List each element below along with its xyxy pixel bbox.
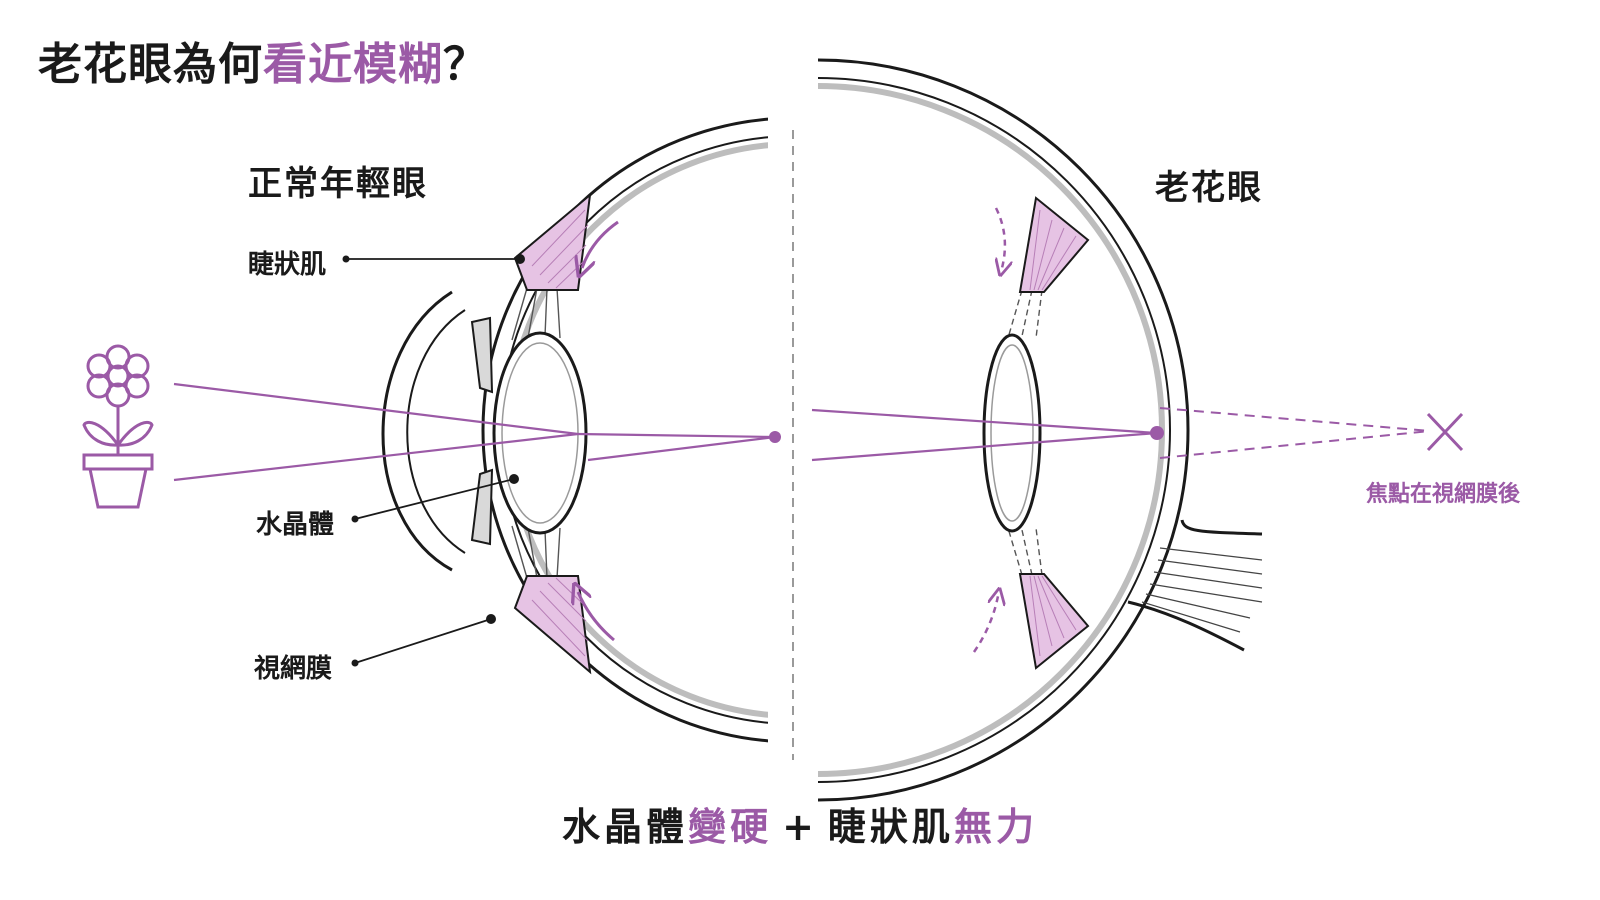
left-eye-heading: 正常年輕眼 <box>248 164 428 204</box>
caption-plus: + <box>782 805 818 849</box>
caption-hardened: 變硬 <box>688 805 773 849</box>
young-focal-point <box>769 431 781 443</box>
page-title: 老花眼為何看近模糊？ <box>38 28 488 92</box>
presbyopic-retina-hit-point <box>1150 426 1164 440</box>
title-accent: 看近模糊 <box>263 39 443 90</box>
caption-lens: 水晶體 <box>562 805 689 849</box>
title-suffix: ？ <box>443 39 488 90</box>
young-ciliary-muscle-top <box>513 192 592 291</box>
caption-weak: 無力 <box>953 805 1038 849</box>
focus-behind-retina-note: 焦點在視網膜後 <box>1366 482 1521 507</box>
label-lens: 水晶體 <box>256 510 335 540</box>
right-eye-heading: 老花眼 <box>1155 168 1263 208</box>
label-retina: 視網膜 <box>254 654 333 684</box>
caption-ciliary: 睫狀肌 <box>827 805 954 849</box>
flower-pot-icon <box>82 344 154 509</box>
presbyopic-lens <box>982 333 1042 533</box>
presbyopic-ciliary-muscle-bottom <box>1018 573 1090 670</box>
bottom-caption: 水晶體變硬+睫狀肌無力 <box>0 796 1600 851</box>
presbyopic-ciliary-muscle-top <box>1018 196 1090 293</box>
x-mark-icon <box>1426 412 1464 452</box>
title-prefix: 老花眼為何 <box>38 39 263 90</box>
young-ciliary-muscle-bottom <box>513 575 592 675</box>
label-ciliary-muscle: 睫狀肌 <box>248 250 327 280</box>
